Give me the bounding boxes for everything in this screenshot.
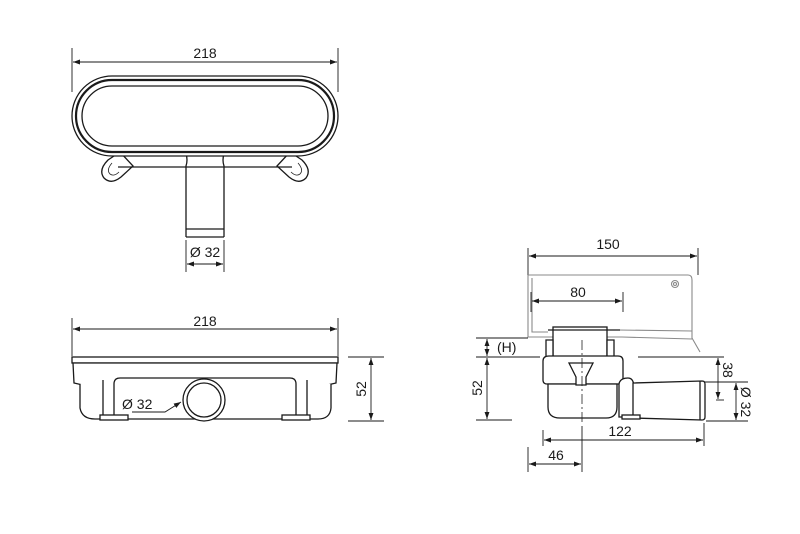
drain-oval-outer	[71, 75, 339, 157]
outlet-circle	[182, 378, 226, 422]
mounting-ear-right	[276, 151, 309, 182]
side-outlet-diameter-label: Ø 32	[738, 387, 754, 418]
side-adjust-height-label: (H)	[497, 339, 516, 355]
front-height-label: 52	[353, 381, 369, 397]
drain-oval-inner	[81, 85, 329, 147]
mounting-ear-left	[101, 151, 134, 182]
side-body-height-label: 52	[469, 380, 485, 396]
top-plate	[71, 356, 339, 364]
outlet-pipe-side	[632, 380, 706, 421]
front-view: 218 Ø 32 52	[71, 313, 384, 422]
trap-bowl	[547, 383, 618, 419]
top-view: 218 Ø 32	[71, 45, 339, 272]
top-outlet-diameter-label: Ø 32	[190, 244, 221, 260]
side-outlet-height-label: 38	[720, 362, 736, 378]
side-center-offset-label: 46	[548, 447, 564, 463]
side-view: 150 80	[469, 236, 754, 472]
top-width-label: 218	[193, 45, 217, 61]
side-overall-length-label: 122	[608, 423, 632, 439]
front-outlet-diameter-label: Ø 32	[122, 396, 153, 412]
side-length-label: 150	[596, 236, 620, 252]
front-width-label: 218	[193, 313, 217, 329]
side-inner-length-label: 80	[570, 284, 586, 300]
